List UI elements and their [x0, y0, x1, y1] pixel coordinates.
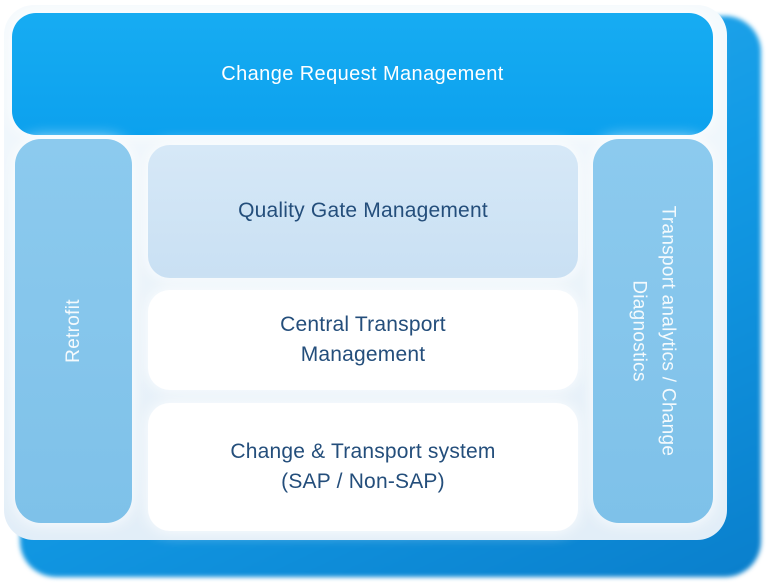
central-transport-management-label: Central Transport Management — [280, 312, 446, 366]
change-management-panel: Change Request Management Retrofit Quali… — [4, 5, 727, 540]
block-quality-gate-management: Quality Gate Management — [148, 145, 578, 278]
block-retrofit: Retrofit — [15, 139, 132, 523]
block-transport-analytics-diagnostics: Transport analytics / Change Diagnostics — [593, 139, 713, 523]
change-transport-system-label: Change & Transport system (SAP / Non-SAP… — [230, 439, 496, 493]
quality-gate-management-label: Quality Gate Management — [238, 199, 488, 223]
change-request-management-label: Change Request Management — [221, 62, 504, 85]
retrofit-label: Retrofit — [62, 299, 84, 363]
transport-analytics-diagnostics-label: Transport analytics / Change Diagnostics — [629, 205, 679, 457]
block-central-transport-management: Central Transport Management — [148, 290, 578, 390]
block-change-request-management: Change Request Management — [12, 13, 713, 135]
block-change-transport-system: Change & Transport system (SAP / Non-SAP… — [148, 403, 578, 531]
